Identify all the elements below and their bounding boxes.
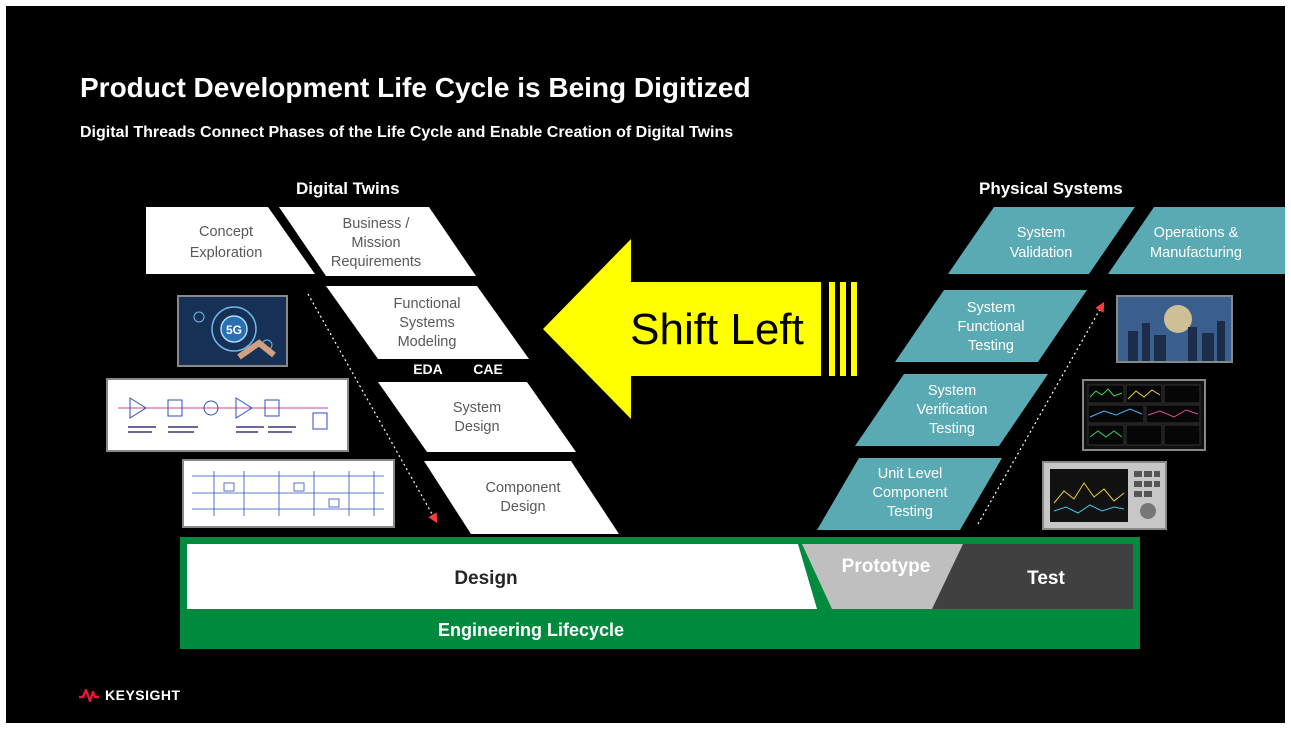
- system-validation-line1: System: [1017, 225, 1065, 241]
- design-phase-label: Design: [454, 568, 517, 589]
- cae-label: CAE: [473, 361, 503, 377]
- thumbnail-schematic-system: [106, 378, 349, 452]
- functional-modeling-line1: Functional: [394, 296, 461, 312]
- test-step-unit-level-component-testing: Unit Level Component Testing: [817, 458, 1002, 530]
- thumbnail-city-image: [1116, 295, 1233, 363]
- test-step-operations-manufacturing: Operations & Manufacturing: [1108, 207, 1285, 274]
- system-validation-line2: Validation: [1010, 245, 1073, 261]
- verification-testing-line1: System: [928, 383, 976, 399]
- test-step-system-verification-testing: System Verification Testing: [855, 374, 1048, 446]
- test-step-system-functional-testing: System Functional Testing: [895, 290, 1087, 362]
- system-design-line2: Design: [454, 419, 499, 435]
- keysight-logo: KEYSIGHT: [79, 687, 181, 703]
- unit-testing-line2: Component: [873, 485, 948, 501]
- functional-testing-line2: Functional: [958, 319, 1025, 335]
- test-phase-label: Test: [1027, 568, 1065, 589]
- business-requirements-line3: Requirements: [331, 254, 421, 270]
- shift-left-arrow: Shift Left: [543, 239, 857, 419]
- design-step-concept-exploration: Concept Exploration: [146, 207, 315, 274]
- slide-title: Product Development Life Cycle is Being …: [80, 72, 751, 103]
- design-step-functional-systems-modeling: Functional Systems Modeling: [326, 286, 529, 359]
- thumbnail-analyzer-screen: [1082, 379, 1206, 451]
- prototype-phase: [802, 544, 964, 609]
- prototype-phase-label: Prototype: [842, 556, 931, 577]
- operations-manufacturing-line1: Operations &: [1154, 225, 1239, 241]
- verification-testing-line3: Testing: [929, 421, 975, 437]
- concept-exploration-line1: Concept: [199, 224, 253, 240]
- engineering-lifecycle-label: Engineering Lifecycle: [438, 620, 624, 640]
- operations-manufacturing-line2: Manufacturing: [1150, 245, 1242, 261]
- business-requirements-line2: Mission: [351, 235, 400, 251]
- business-requirements-line1: Business /: [343, 216, 411, 232]
- keysight-wordmark: KEYSIGHT: [105, 687, 181, 703]
- slide: Product Development Life Cycle is Being …: [6, 6, 1285, 723]
- verification-testing-line2: Verification: [917, 402, 988, 418]
- thumbnail-5g-image: 5G: [177, 295, 288, 367]
- keysight-wave-icon: [79, 688, 99, 702]
- lifecycle-diagram: Concept Exploration Business / Mission R…: [146, 207, 1285, 649]
- digital-twins-heading: Digital Twins: [296, 179, 400, 198]
- design-step-business-mission-requirements: Business / Mission Requirements: [279, 207, 476, 276]
- unit-testing-line1: Unit Level: [878, 466, 942, 482]
- unit-testing-line3: Testing: [887, 504, 933, 520]
- component-design-line2: Design: [500, 499, 545, 515]
- eda-label: EDA: [413, 361, 443, 377]
- component-design-line1: Component: [486, 480, 561, 496]
- slide-subtitle: Digital Threads Connect Phases of the Li…: [80, 124, 734, 141]
- functional-modeling-line2: Systems: [399, 315, 455, 331]
- physical-systems-heading: Physical Systems: [979, 179, 1123, 198]
- system-design-line1: System: [453, 400, 501, 416]
- thumbnail-schematic-component: [182, 459, 395, 528]
- functional-testing-line3: Testing: [968, 338, 1014, 354]
- functional-modeling-line3: Modeling: [398, 334, 457, 350]
- design-flow-arrow: [307, 293, 438, 524]
- design-phase: [187, 544, 817, 609]
- shift-left-label: Shift Left: [630, 305, 804, 354]
- test-flow-arrow: [977, 301, 1105, 525]
- design-step-system-design: System Design: [378, 382, 576, 452]
- thumbnail-5g-label: 5G: [226, 323, 242, 337]
- thumbnail-instrument: [1042, 461, 1167, 530]
- functional-testing-line1: System: [967, 300, 1015, 316]
- design-step-component-design: Component Design: [424, 461, 619, 534]
- concept-exploration-line2: Exploration: [190, 245, 263, 261]
- engineering-lifecycle-bar: Design Prototype Test Engineering Lifecy…: [180, 537, 1140, 649]
- test-step-system-validation: System Validation: [948, 207, 1135, 274]
- test-phase: [932, 544, 1133, 609]
